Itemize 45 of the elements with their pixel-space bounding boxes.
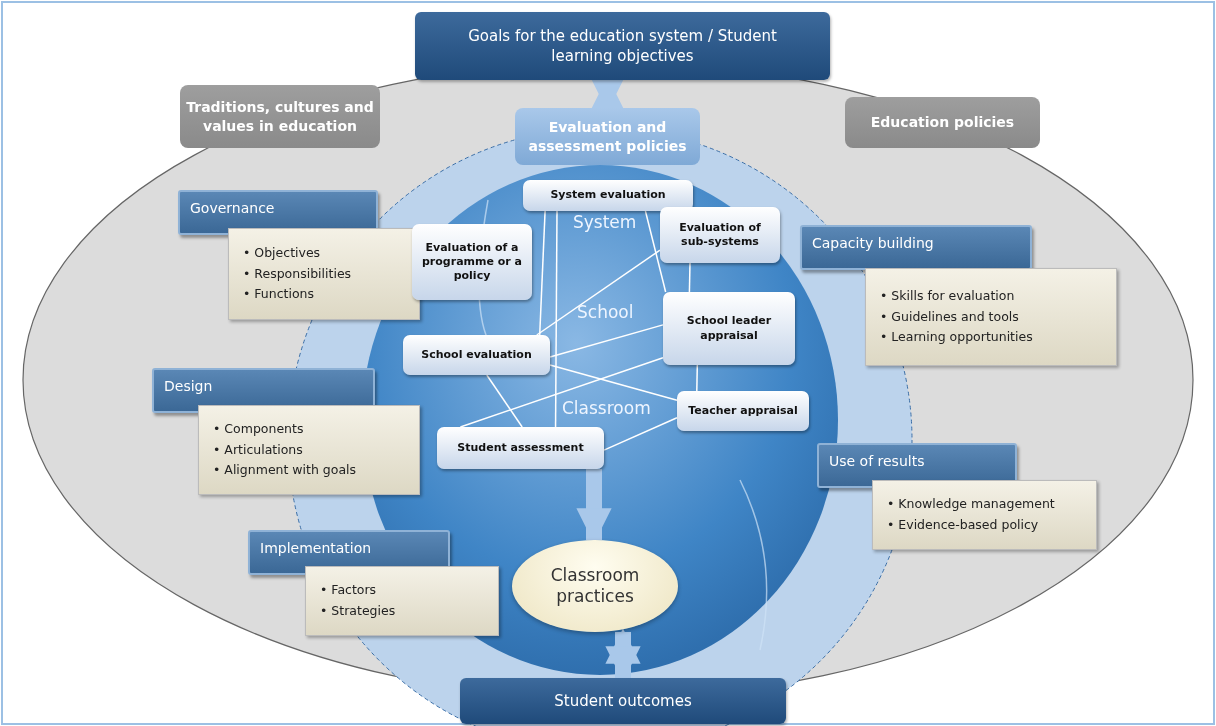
- list-item: • Knowledge management: [887, 495, 1055, 514]
- connector-line: [603, 417, 678, 451]
- connector-line: [538, 210, 546, 336]
- bullet-list-box: [872, 480, 1097, 550]
- connector-line: [549, 324, 664, 358]
- evaluation-box: Student assessment: [437, 427, 604, 469]
- outcome-box: Student outcomes: [460, 678, 786, 724]
- connector-line: [549, 364, 678, 401]
- list-item: • Responsibilities: [243, 264, 352, 283]
- goal-box: Goals for the education system / Student learning objectives: [415, 12, 830, 80]
- list-item: • Articulations: [213, 440, 303, 459]
- list-item: • Objectives: [243, 244, 321, 263]
- connector-line: [688, 262, 691, 293]
- list-item: • Evidence-based policy: [887, 516, 1039, 534]
- list-item: • Strategies: [320, 602, 396, 620]
- connector-line: [644, 210, 667, 293]
- connector-line: [459, 356, 664, 428]
- evaluation-box: School leader appraisal: [663, 292, 795, 365]
- connector-line: [486, 374, 523, 428]
- list-item: • Skills for evaluation: [880, 287, 1015, 306]
- list-item: • Guidelines and tools: [880, 307, 1019, 326]
- list-item: • Functions: [243, 285, 315, 304]
- context-box: Education policies: [845, 97, 1040, 148]
- level-label: School: [577, 302, 634, 322]
- bullet-list-box: [228, 228, 420, 320]
- level-label: System: [573, 212, 637, 232]
- bullet-list-box: [305, 566, 499, 636]
- evaluation-box: System evaluation: [523, 180, 693, 211]
- bullet-list-box: [865, 268, 1117, 366]
- list-item: • Components: [213, 420, 304, 439]
- connector-line: [696, 364, 699, 392]
- evaluation-box: Teacher appraisal: [677, 391, 809, 431]
- context-box: Traditions, cultures and values in education: [180, 85, 380, 148]
- evaluation-box: Evaluation of sub-systems: [660, 207, 780, 263]
- dimension-header: Capacity building: [800, 225, 1032, 270]
- list-item: • Learning opportunities: [880, 328, 1033, 347]
- evaluation-box: Evaluation of a programme or a policy: [412, 224, 532, 300]
- list-item: • Factors: [320, 581, 377, 600]
- connector-line: [536, 249, 661, 336]
- connector-line: [554, 210, 558, 428]
- bullet-list-box: [198, 405, 420, 495]
- level-label: Classroom: [562, 398, 651, 418]
- list-item: • Alignment with goals: [213, 461, 357, 480]
- policy-box: Evaluation and assessment policies: [515, 108, 700, 165]
- evaluation-box: School evaluation: [403, 335, 550, 375]
